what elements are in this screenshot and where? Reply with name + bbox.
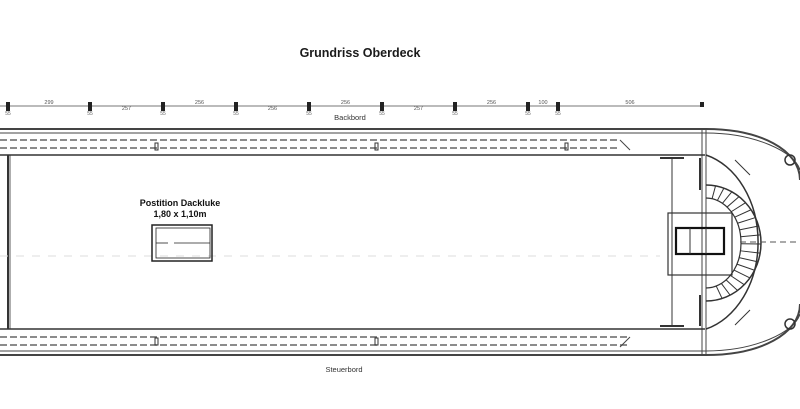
stair-step bbox=[715, 285, 723, 299]
dimension-tick bbox=[6, 102, 10, 111]
dimension-tick-label: 55 bbox=[87, 111, 93, 117]
stair-step bbox=[733, 269, 751, 279]
dimension-tick bbox=[234, 102, 238, 111]
stair-step bbox=[730, 274, 745, 286]
dimension-tick bbox=[700, 102, 704, 107]
stair-step bbox=[730, 202, 746, 213]
stair-step bbox=[722, 191, 733, 204]
dimension-tick bbox=[161, 102, 165, 111]
hatch-label: Postition Dackluke 1,80 x 1,10m bbox=[120, 198, 240, 220]
dimension-tick-label: 55 bbox=[555, 111, 561, 117]
dimension-tick bbox=[453, 102, 457, 111]
hull-outline bbox=[0, 128, 800, 356]
dimension-tick-label: 55 bbox=[525, 111, 531, 117]
dimension-tick-label: 55 bbox=[160, 111, 166, 117]
stair-step bbox=[737, 217, 756, 224]
dimension-tick bbox=[88, 102, 92, 111]
dimension-tick-label: 55 bbox=[452, 111, 458, 117]
stair-step bbox=[716, 187, 725, 201]
dimension-tick bbox=[526, 102, 530, 111]
stair-step bbox=[726, 196, 740, 208]
cabin-walls bbox=[0, 155, 701, 329]
roof-hatch bbox=[151, 224, 213, 262]
dimension-segment-label: 100 bbox=[538, 100, 547, 106]
dimension-segment-label: 299 bbox=[44, 100, 53, 106]
bow-staircase bbox=[667, 154, 800, 330]
stair-step bbox=[738, 257, 759, 263]
stair-step bbox=[736, 263, 755, 271]
dimension-segment-label: 256 bbox=[195, 100, 204, 106]
stanchion bbox=[374, 142, 379, 151]
drawing-title: Grundriss Oberdeck bbox=[299, 46, 421, 60]
dimension-tick-label: 55 bbox=[379, 111, 385, 117]
stair-step bbox=[720, 283, 731, 296]
stair-step bbox=[740, 250, 761, 254]
dimension-tick bbox=[380, 102, 384, 111]
dimension-chain: 55 55 55 55 55 55 55 55 55 299 257 256 256 256 257 256 1… bbox=[0, 100, 704, 117]
dimension-segment-label: 257 bbox=[414, 106, 423, 112]
stair-step bbox=[725, 279, 738, 291]
walkway-lines bbox=[0, 139, 705, 348]
stanchion bbox=[154, 142, 159, 151]
dimension-segment-label: 506 bbox=[625, 100, 634, 106]
hatch-size: 1,80 x 1,10m bbox=[153, 209, 207, 219]
dimension-tick-label: 55 bbox=[306, 111, 312, 117]
hatch-title: Postition Dackluke bbox=[139, 198, 221, 208]
stanchion bbox=[564, 142, 569, 151]
dimension-tick-label: 55 bbox=[233, 111, 239, 117]
stair-step bbox=[739, 225, 759, 231]
dimension-tick bbox=[556, 102, 560, 111]
dimension-segment-label: 256 bbox=[268, 106, 277, 112]
dimension-segment-label: 256 bbox=[487, 100, 496, 106]
stair-step bbox=[711, 185, 717, 199]
stair-step bbox=[734, 209, 752, 218]
stanchion bbox=[374, 337, 379, 346]
stair-step bbox=[740, 234, 761, 238]
dimension-segment-label: 256 bbox=[341, 100, 350, 106]
port-label: Backbord bbox=[334, 113, 366, 122]
starboard-label: Steuerbord bbox=[325, 365, 362, 374]
stanchion-marks bbox=[154, 142, 569, 346]
dimension-segment-label: 257 bbox=[122, 106, 131, 112]
dimension-tick bbox=[307, 102, 311, 111]
stanchion bbox=[154, 337, 159, 346]
dimension-tick-label: 55 bbox=[5, 111, 11, 117]
